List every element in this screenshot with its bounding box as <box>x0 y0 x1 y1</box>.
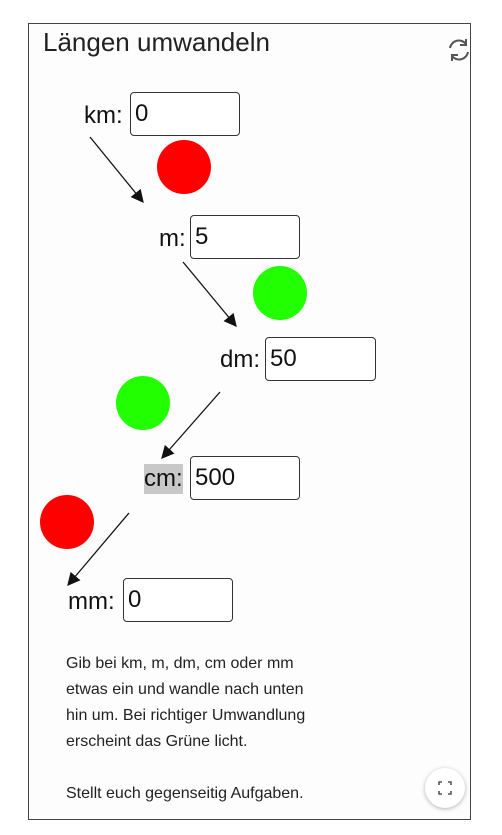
status-light-m <box>253 266 307 320</box>
status-light-cm <box>40 495 94 549</box>
instruction-line: hin um. Bei richtiger Umwandlung <box>66 707 306 724</box>
status-light-km <box>157 140 211 194</box>
arrow-km-to-m <box>89 136 144 204</box>
status-light-dm <box>116 376 170 430</box>
applet-frame <box>28 23 471 820</box>
m-input[interactable] <box>190 215 300 259</box>
mm-input[interactable] <box>123 578 233 622</box>
km-input[interactable] <box>130 92 240 136</box>
unit-label-m: m: <box>159 225 186 252</box>
unit-label-km: km: <box>84 102 123 129</box>
instructions: Gib bei km, m, dm, cm oder mm etwas ein … <box>66 651 366 807</box>
arrow-m-to-dm <box>182 261 237 328</box>
dm-input[interactable] <box>265 337 376 381</box>
fullscreen-icon <box>438 781 452 795</box>
instruction-line: erscheint das Grüne licht. <box>66 733 248 750</box>
reset-icon[interactable] <box>444 35 474 65</box>
app-title: Längen umwandeln <box>43 27 270 57</box>
instruction-line: Gib bei km, m, dm, cm oder mm <box>66 655 294 672</box>
unit-label-mm: mm: <box>68 588 115 615</box>
arrow-dm-to-cm <box>161 391 221 459</box>
instruction-line: etwas ein und wandle nach unten <box>66 681 304 698</box>
cm-input[interactable] <box>190 456 300 500</box>
instruction-line: Stellt euch gegenseitig Aufgaben. <box>66 785 304 802</box>
fullscreen-button[interactable] <box>425 768 465 808</box>
unit-label-cm: cm: <box>144 464 183 494</box>
unit-label-dm: dm: <box>220 346 261 373</box>
arrow-cm-to-mm <box>67 512 130 586</box>
